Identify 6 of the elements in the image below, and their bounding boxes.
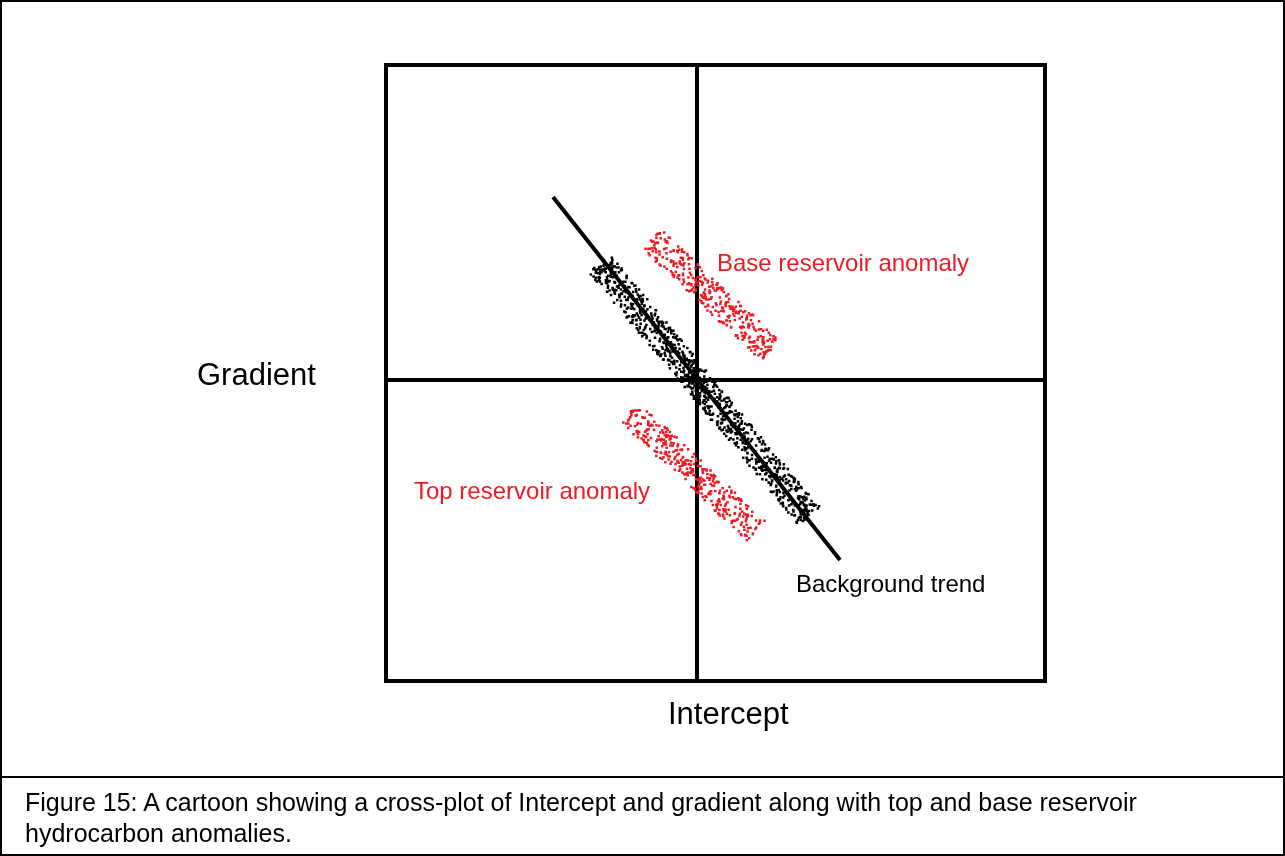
anomaly-label: Top reservoir anomaly (414, 478, 651, 505)
anomaly-label: Base reservoir anomaly (717, 250, 970, 277)
axis-label: Gradient (197, 358, 316, 393)
axis-label: Intercept (668, 697, 789, 732)
figure-caption: Figure 15: A cartoon showing a cross-plot of Intercept and gradient along with top and base reservoir hydrocarbon anomalies. (25, 787, 1138, 850)
trend-label: Background trend (796, 571, 986, 598)
